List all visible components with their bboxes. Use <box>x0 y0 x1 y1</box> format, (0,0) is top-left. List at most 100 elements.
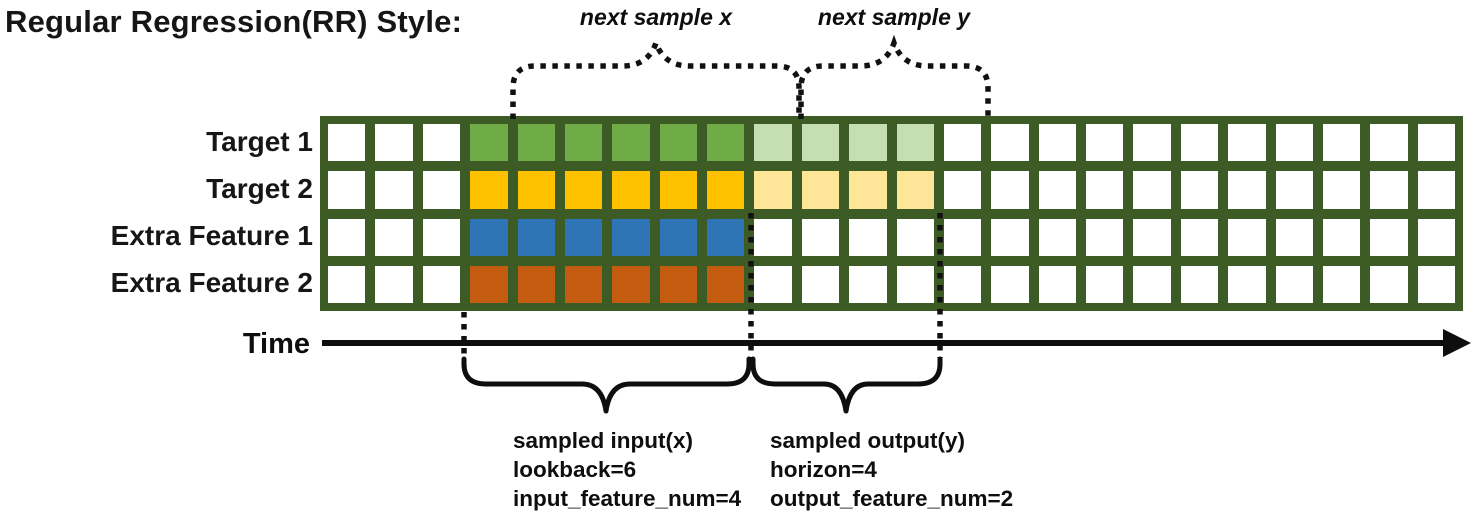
grid-cell <box>1228 265 1266 303</box>
grid-cell <box>707 265 745 303</box>
grid-cell <box>1322 265 1361 303</box>
grid-cell <box>991 171 1029 209</box>
grid-cell <box>422 265 461 303</box>
grid-cell <box>707 218 745 256</box>
grid-cell <box>849 171 887 209</box>
grid-cell <box>517 265 555 303</box>
row-label-extra-feature-1: Extra Feature 1 <box>110 220 313 251</box>
grid-cell <box>328 265 366 303</box>
grid-cell <box>801 265 840 303</box>
sampled-output-note: sampled output(y) horizon=4 output_featu… <box>770 426 1013 513</box>
grid-cell <box>422 218 461 256</box>
grid-cell <box>375 124 413 162</box>
grid-cell <box>707 124 745 162</box>
grid-cell <box>943 265 982 303</box>
grid-cell <box>1322 218 1361 256</box>
grid-cell <box>1038 218 1076 256</box>
grid-cell <box>1133 265 1171 303</box>
grid-cell <box>422 171 461 209</box>
grid-cell <box>517 218 555 256</box>
next-sample-y-brace <box>798 34 991 119</box>
row-label-target-2: Target 2 <box>206 173 313 204</box>
grid-cell <box>659 265 697 303</box>
grid-cell <box>1417 124 1455 162</box>
grid-cell <box>470 218 508 256</box>
grid-cell <box>1370 171 1408 209</box>
sampled-input-line-1: sampled input(x) <box>513 428 694 453</box>
grid-cell <box>801 218 840 256</box>
grid-cell <box>612 265 650 303</box>
grid-cell <box>328 218 366 256</box>
grid-cell <box>1038 124 1076 162</box>
grid-cell <box>896 218 934 256</box>
grid-cell <box>564 124 603 162</box>
grid-cell <box>801 124 840 162</box>
grid-cell <box>1180 265 1219 303</box>
grid-cell <box>1228 218 1266 256</box>
grid-cell <box>1370 265 1408 303</box>
grid-cell <box>1322 171 1361 209</box>
grid-cell <box>849 124 887 162</box>
grid-cell <box>707 171 745 209</box>
grid-cell <box>659 171 697 209</box>
sampled-output-line-2: horizon=4 <box>770 457 877 482</box>
grid-cell <box>943 218 982 256</box>
sampled-input-note: sampled input(x) lookback=6 input_featur… <box>513 426 741 513</box>
grid-cell <box>470 124 508 162</box>
grid-cell <box>1133 124 1171 162</box>
grid-cell <box>1133 218 1171 256</box>
grid-cell <box>1086 124 1124 162</box>
grid-cell <box>1180 218 1219 256</box>
grid-cell <box>943 124 982 162</box>
grid-cell <box>1086 171 1124 209</box>
sampled-input-brace <box>461 356 752 414</box>
grid-cell <box>470 265 508 303</box>
grid-cell <box>612 171 650 209</box>
diagram-title: Regular Regression(RR) Style: <box>5 4 463 39</box>
grid-cell <box>1370 124 1408 162</box>
grid-cell <box>564 265 603 303</box>
grid-cell <box>375 171 413 209</box>
grid-cell <box>328 124 366 162</box>
time-axis-label: Time <box>242 328 310 360</box>
sampled-input-line-2: lookback=6 <box>513 457 637 482</box>
grid-cell <box>1275 265 1313 303</box>
grid-cell <box>754 171 792 209</box>
grid-cell <box>612 124 650 162</box>
grid-cell <box>564 171 603 209</box>
grid-cell <box>1370 218 1408 256</box>
grid-cell <box>1275 124 1313 162</box>
grid-cell <box>1417 265 1455 303</box>
grid-cell <box>991 265 1029 303</box>
grid-cell <box>1038 171 1076 209</box>
time-axis-arrowhead <box>1443 329 1471 357</box>
grid-cell <box>991 218 1029 256</box>
grid <box>320 116 1463 311</box>
grid-cell <box>849 218 887 256</box>
grid-cell <box>1275 171 1313 209</box>
grid-cell <box>896 171 934 209</box>
grid-cell <box>659 124 697 162</box>
grid-cell <box>1228 171 1266 209</box>
next-sample-x-label: next sample x <box>579 4 733 30</box>
grid-cell <box>1086 265 1124 303</box>
grid-cell <box>896 124 934 162</box>
next-sample-y-label: next sample y <box>817 4 971 30</box>
grid-cell <box>849 265 887 303</box>
grid-cell <box>659 218 697 256</box>
grid-cell <box>1133 171 1171 209</box>
grid-cell <box>422 124 461 162</box>
grid-cell <box>612 218 650 256</box>
grid-cell <box>1180 171 1219 209</box>
grid-cell <box>375 218 413 256</box>
sampled-output-line-3: output_feature_num=2 <box>770 486 1014 511</box>
grid-cell <box>375 265 413 303</box>
grid-cell <box>1038 265 1076 303</box>
grid-cell <box>1322 124 1361 162</box>
grid-cell <box>754 124 792 162</box>
grid-cell <box>564 218 603 256</box>
grid-cell <box>1417 171 1455 209</box>
next-sample-x-brace <box>510 34 802 119</box>
